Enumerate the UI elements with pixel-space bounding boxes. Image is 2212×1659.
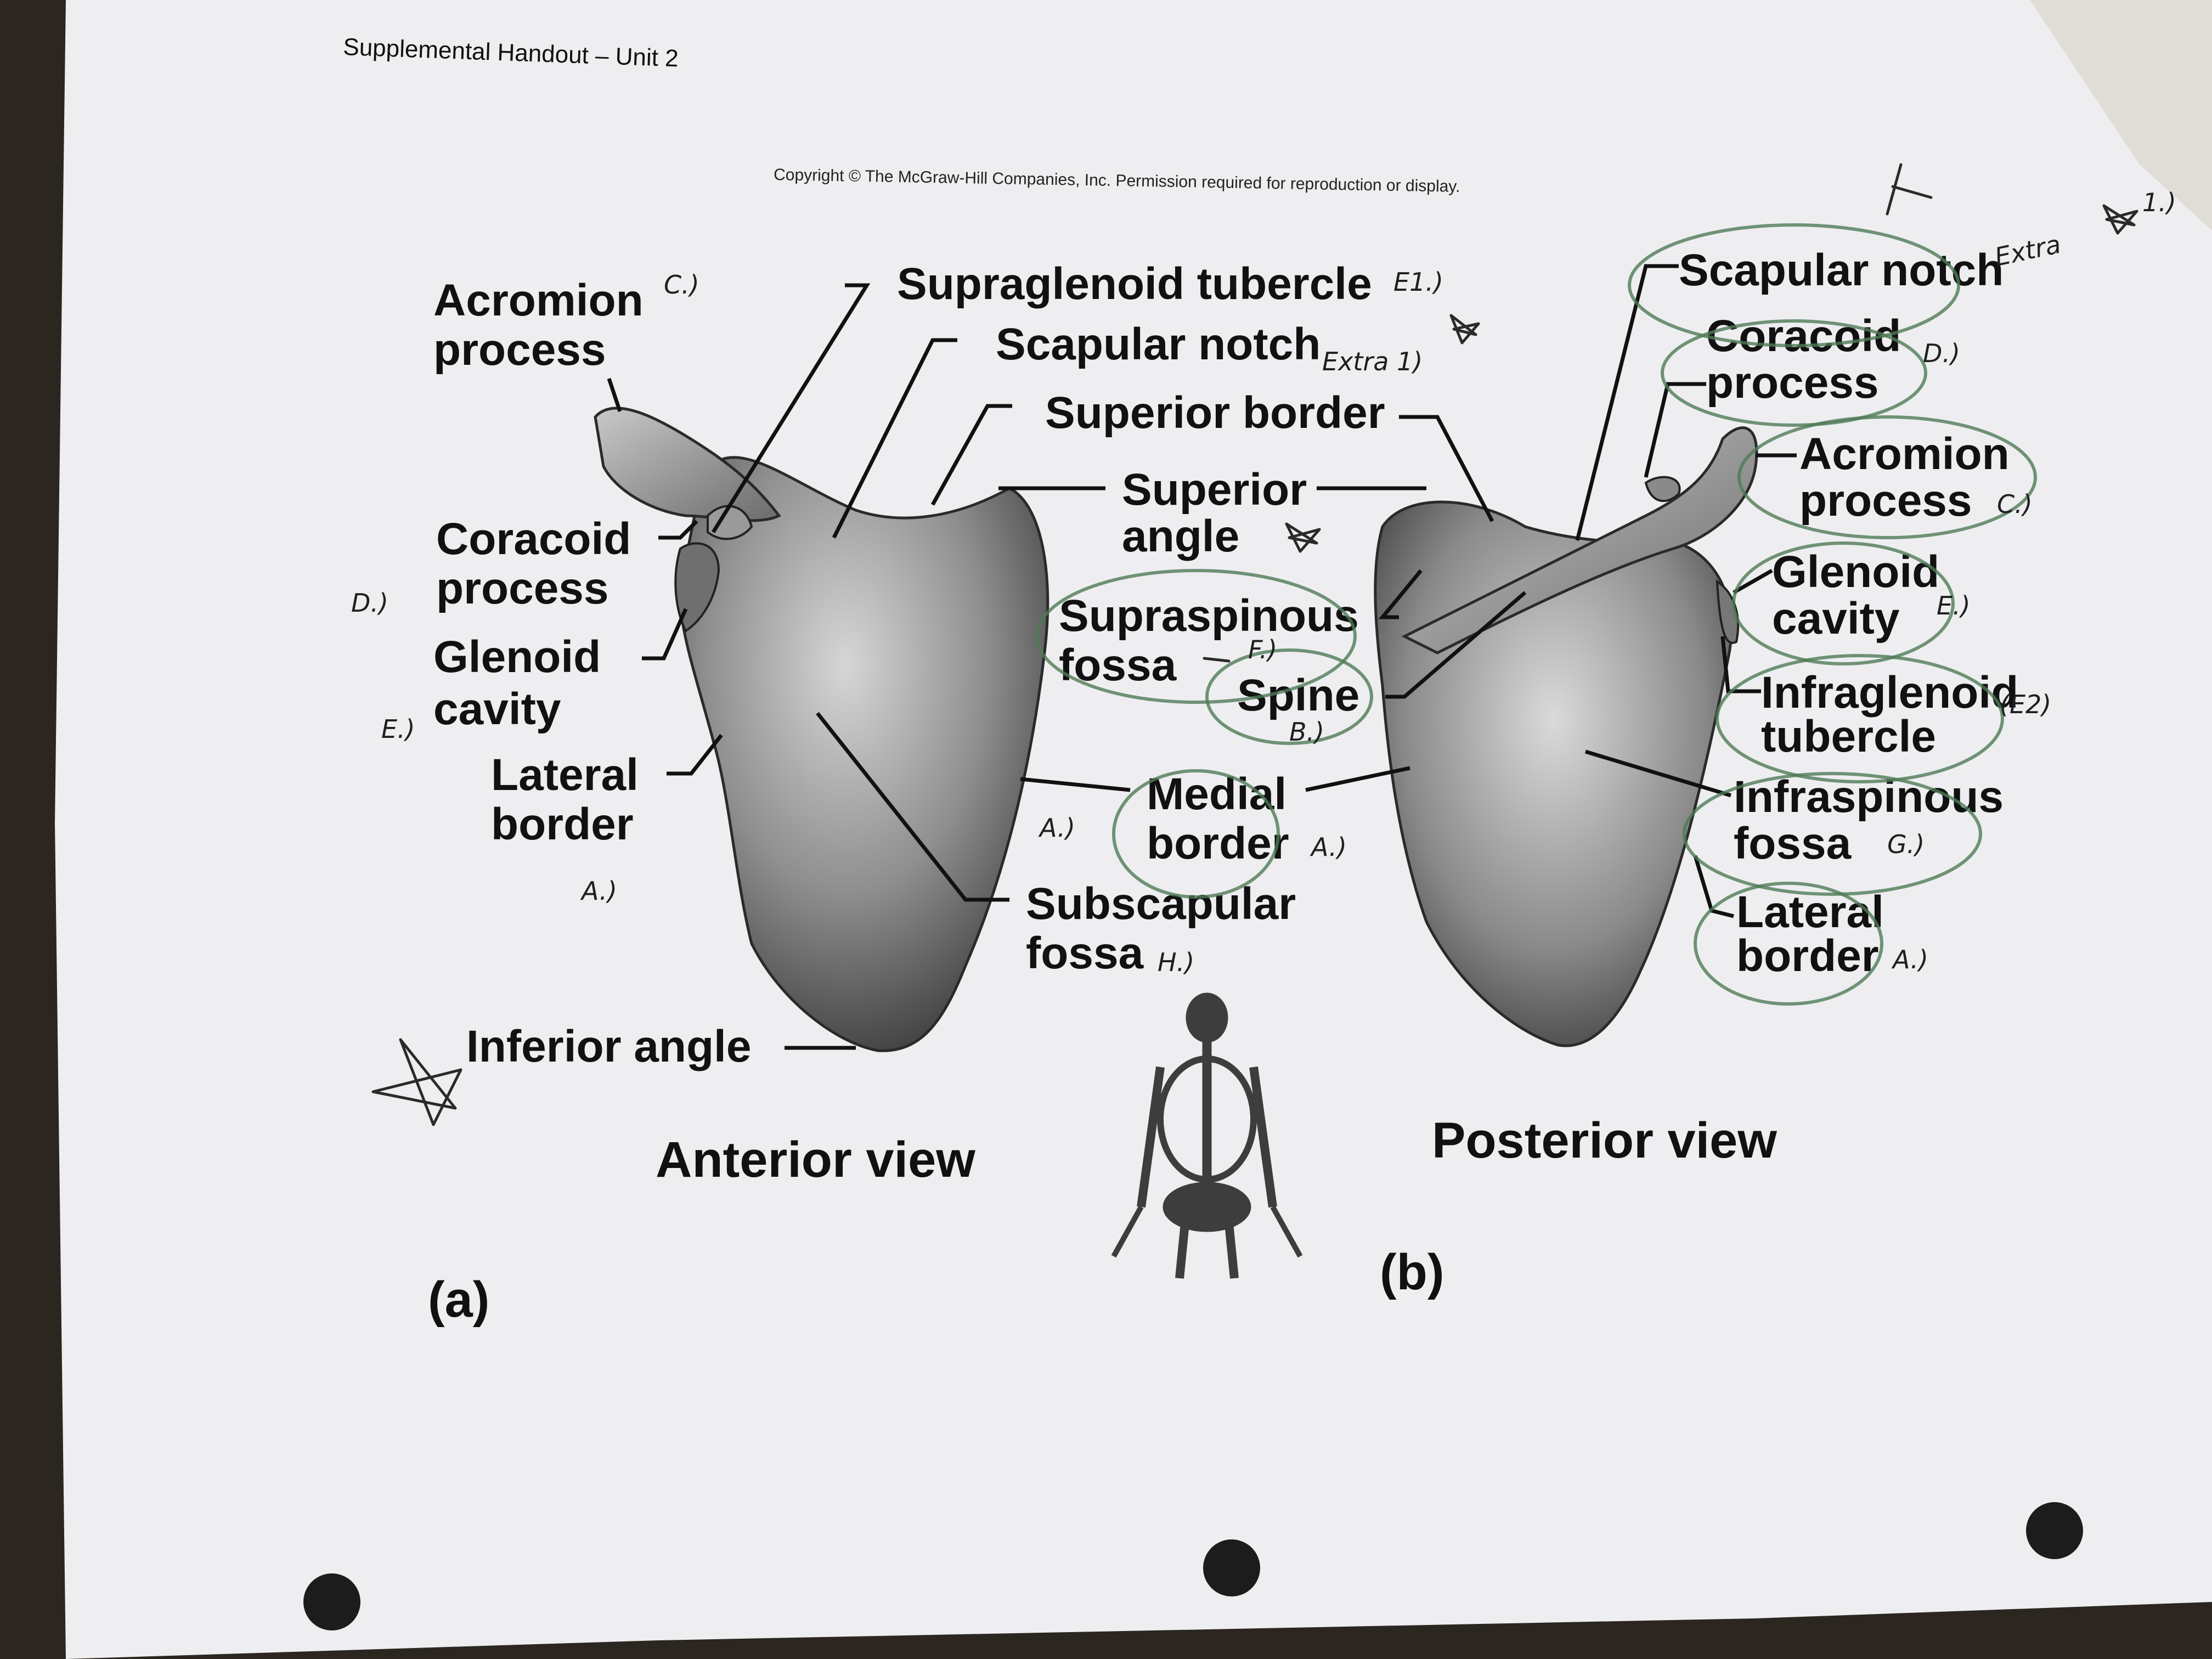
- note-post-lateral: A.): [1891, 945, 1928, 974]
- anterior-leader-lines: [607, 283, 1527, 1050]
- label-acromion-process-posterior-2: process: [1799, 476, 1972, 526]
- posterior-coracoid-shape: [1644, 476, 1681, 503]
- label-infraspinous-fossa-2: fossa: [1734, 819, 1852, 868]
- panel-label-b: (b): [1380, 1244, 1444, 1300]
- note-post-acromion: C.): [1997, 489, 2033, 519]
- label-medial-border-2: border: [1147, 819, 1289, 868]
- punch-hole-right: [2026, 1502, 2083, 1559]
- label-supraglenoid-tubercle: Supraglenoid tubercle: [897, 259, 1372, 309]
- label-medial-border: Medial: [1147, 769, 1286, 819]
- label-lateral-border-posterior-2: border: [1736, 931, 1879, 981]
- label-superior-angle: Superior: [1122, 465, 1307, 515]
- anterior-view-title: Anterior view: [656, 1132, 975, 1188]
- note-supraspinous: F.): [1248, 635, 1277, 664]
- label-acromion-process-anterior-2: process: [433, 325, 606, 375]
- label-scapular-notch-posterior: Scapular notch: [1679, 245, 2004, 295]
- label-coracoid-process-anterior-2: process: [436, 563, 609, 613]
- label-supraspinous-fossa-2: fossa: [1059, 640, 1177, 690]
- label-superior-angle-2: angle: [1122, 511, 1239, 561]
- note-subscapular: H.): [1158, 947, 1194, 977]
- label-subscapular-fossa-2: fossa: [1026, 928, 1144, 978]
- label-inferior-angle: Inferior angle: [466, 1022, 751, 1071]
- label-infraglenoid-tubercle: Infraglenoid: [1761, 668, 2018, 718]
- anterior-scapula-body: [679, 456, 1049, 1052]
- label-scapular-notch-anterior: Scapular notch: [996, 319, 1321, 369]
- label-coracoid-process-posterior-2: process: [1706, 358, 1879, 408]
- note-post-infraspinous: G.): [1887, 830, 1925, 859]
- label-lateral-border-posterior: Lateral: [1736, 887, 1884, 937]
- panel-label-a: (a): [428, 1272, 489, 1328]
- posterior-view-title: Posterior view: [1432, 1113, 1777, 1169]
- note-medial-left: A.): [1038, 813, 1075, 843]
- label-glenoid-cavity-posterior: Glenoid: [1772, 547, 1939, 597]
- label-superior-border: Superior border: [1045, 388, 1385, 438]
- paper-shadow: [2030, 0, 2212, 230]
- anterior-scapula-illustration: [594, 407, 1049, 1052]
- note-coracoid: D.): [351, 588, 388, 618]
- handwritten-star-marks: [371, 163, 2138, 1126]
- student-circle-markups: [1035, 223, 2037, 1006]
- anterior-acromion-shape: [594, 407, 781, 522]
- note-post-extra-num: 1.): [2142, 188, 2176, 217]
- paper-sheet: [55, 0, 2212, 1659]
- anterior-glenoid-shape: [674, 542, 720, 633]
- label-acromion-process-anterior: Acromion: [433, 275, 644, 325]
- label-glenoid-cavity-anterior-2: cavity: [433, 684, 561, 734]
- label-glenoid-cavity-posterior-2: cavity: [1772, 594, 1900, 644]
- punch-hole-middle: [1203, 1539, 1260, 1596]
- note-supraglenoid: E1.): [1393, 267, 1443, 297]
- note-lateral: A.): [580, 876, 617, 906]
- punch-hole-left: [303, 1573, 360, 1630]
- label-coracoid-process-anterior: Coracoid: [436, 514, 631, 564]
- note-post-glenoid: E.): [1937, 591, 1971, 620]
- note-spine: B.): [1289, 717, 1324, 747]
- label-acromion-process-posterior: Acromion: [1799, 429, 2010, 479]
- label-lateral-border-anterior: Lateral: [491, 750, 639, 800]
- note-medial-right: A.): [1310, 832, 1347, 862]
- label-lateral-border-anterior-2: border: [491, 799, 634, 849]
- note-scapular-notch: Extra 1): [1322, 347, 1423, 376]
- label-supraspinous-fossa: Supraspinous: [1059, 591, 1359, 641]
- label-subscapular-fossa: Subscapular: [1026, 879, 1296, 929]
- anterior-coracoid-shape: [707, 505, 753, 540]
- skeleton-figure: [1111, 992, 1303, 1279]
- label-infraglenoid-tubercle-2: tubercle: [1761, 712, 1936, 761]
- label-spine: Spine: [1237, 670, 1359, 720]
- label-coracoid-process-posterior: Coracoid: [1706, 311, 1901, 361]
- posterior-spine-shape: [1401, 426, 1758, 654]
- note-post-coracoid: D.): [1923, 338, 1960, 368]
- note-post-infraglenoid: (E2): [2000, 690, 2051, 719]
- note-glenoid: E.): [381, 714, 415, 744]
- label-glenoid-cavity-anterior: Glenoid: [433, 632, 601, 682]
- posterior-glenoid-shape: [1716, 579, 1739, 644]
- posterior-scapula-illustration: [1374, 426, 1758, 1047]
- note-acromion: C.): [664, 270, 699, 300]
